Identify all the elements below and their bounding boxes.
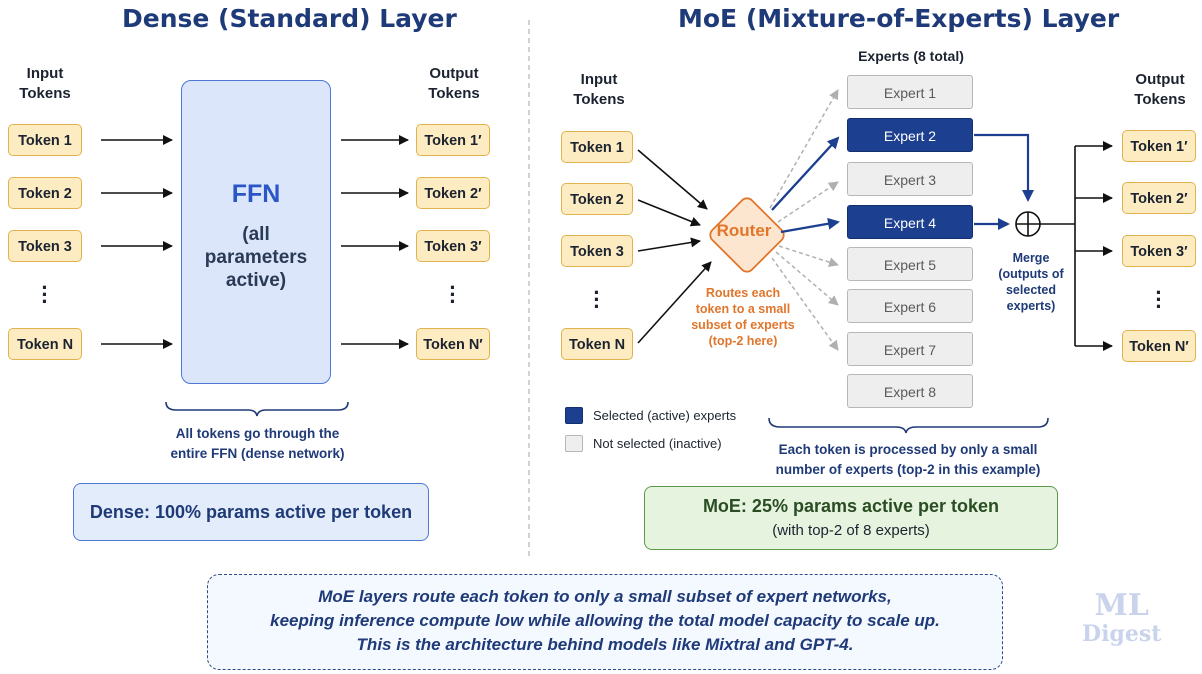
- legend-inactive-swatch: [565, 435, 583, 452]
- ffn-subtitle: (all parameters active): [204, 224, 308, 291]
- expert-box: Expert 5: [847, 247, 973, 281]
- router-diamond: [709, 197, 785, 273]
- dense-input-header: Input Tokens: [19, 65, 71, 102]
- ml-digest-logo: ML Digest: [1082, 588, 1162, 647]
- expert-box: Expert 6: [847, 289, 973, 323]
- moe-output-header: Output Tokens: [1134, 71, 1186, 108]
- moe-input-token: Token 1: [561, 131, 633, 163]
- expert-box: Expert 4: [847, 205, 973, 239]
- moe-input-token: Token N: [561, 328, 633, 360]
- ffn-title: FFN: [231, 180, 281, 208]
- expert-box: Expert 7: [847, 332, 973, 366]
- dense-title: Dense (Standard) Layer: [122, 4, 457, 33]
- moe-token-to-router-arrows: [637, 149, 712, 344]
- moe-input-header: Input Tokens: [573, 71, 625, 108]
- moe-input-token: Token 2: [561, 183, 633, 215]
- moe-input-token: Token 3: [561, 235, 633, 267]
- dense-caption: All tokens go through the entire FFN (de…: [170, 426, 345, 461]
- dense-output-token: Token 1′: [416, 124, 490, 156]
- dense-output-token: Token 3′: [416, 230, 490, 262]
- moe-output-token: Token 1′: [1122, 130, 1196, 162]
- dense-summary-box: Dense: 100% params active per token: [73, 483, 429, 541]
- legend-selected-label: Selected (active) experts: [593, 408, 737, 423]
- moe-summary-main: MoE: 25% params active per token: [702, 496, 1000, 516]
- expert2-to-merge-arrow: [974, 133, 1034, 202]
- summary-note-box: [207, 574, 1003, 670]
- dense-output-ellipsis: ···: [449, 275, 457, 314]
- expert-box: Expert 1: [847, 75, 973, 109]
- dense-output-header: Output Tokens: [428, 65, 480, 102]
- moe-brace: [768, 417, 1049, 434]
- moe-output-token: Token 2′: [1122, 182, 1196, 214]
- dense-input-token: Token 1: [8, 124, 82, 156]
- dense-input-token: Token N: [8, 328, 82, 360]
- moe-output-ellipsis: ···: [1155, 280, 1163, 319]
- merge-caption: Merge (outputs of selected experts): [998, 251, 1064, 313]
- merge-symbol-icon: [1015, 211, 1041, 237]
- dense-input-arrows: [101, 135, 173, 349]
- moe-caption: Each token is processed by only a small …: [775, 442, 1041, 477]
- expert-box: Expert 2: [847, 118, 973, 152]
- router-label: Router: [716, 221, 772, 240]
- moe-summary-box: MoE: 25% params active per token (with t…: [644, 486, 1058, 550]
- experts-header: Experts (8 total): [858, 48, 964, 64]
- summary-note-text: MoE layers route each token to only a sm…: [270, 587, 940, 654]
- moe-input-ellipsis: ···: [593, 280, 601, 319]
- router-active-arrows: [771, 136, 840, 234]
- expert-box: Expert 3: [847, 162, 973, 196]
- expert-box: Expert 8: [847, 374, 973, 408]
- legend-selected-swatch: [565, 407, 583, 424]
- moe-summary-sub: (with top-2 of 8 experts): [772, 522, 930, 539]
- dense-brace: [165, 401, 349, 417]
- moe-output-token: Token 3′: [1122, 235, 1196, 267]
- dense-output-token: Token 2′: [416, 177, 490, 209]
- dense-output-arrows: [341, 135, 409, 349]
- dense-input-token: Token 2: [8, 177, 82, 209]
- dense-input-ellipsis: ···: [41, 275, 49, 314]
- ffn-block: [181, 80, 331, 384]
- legend-inactive-label: Not selected (inactive): [593, 436, 722, 451]
- moe-title: MoE (Mixture-of-Experts) Layer: [678, 4, 1120, 33]
- dense-input-token: Token 3: [8, 230, 82, 262]
- moe-output-token: Token N′: [1122, 330, 1196, 362]
- router-inactive-arrows: [769, 89, 839, 351]
- dense-output-token: Token N′: [416, 328, 490, 360]
- merge-output-arrows: [1040, 141, 1113, 351]
- router-caption: Routes each token to a small subset of e…: [691, 286, 795, 348]
